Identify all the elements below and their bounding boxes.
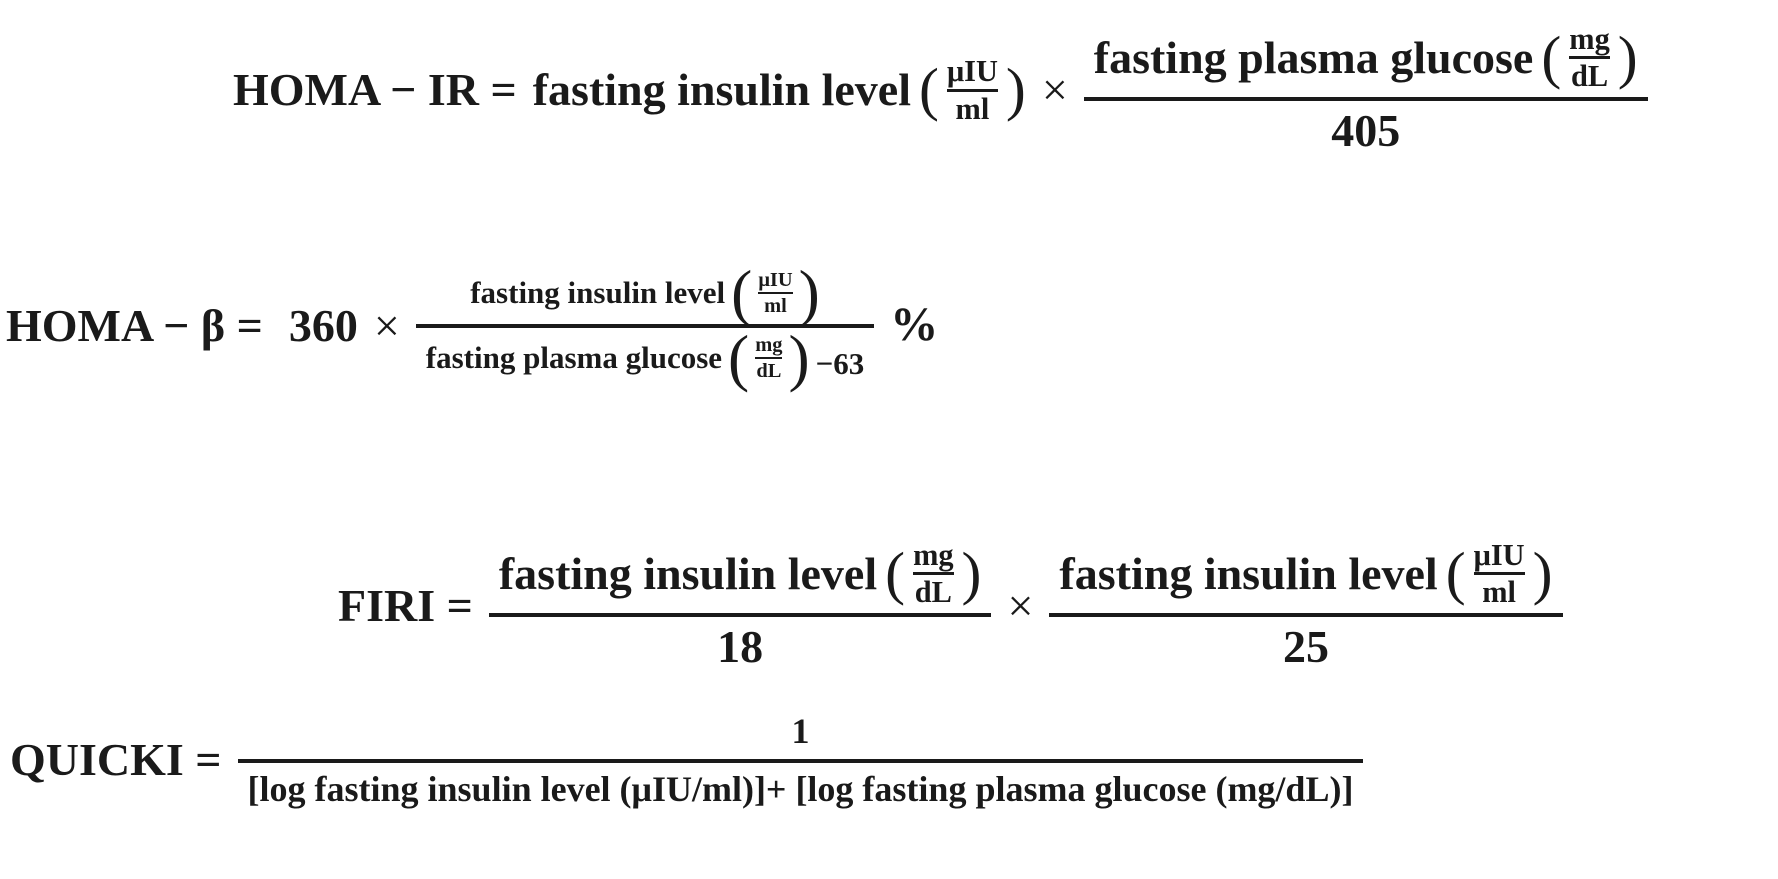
fraction-bar [415, 323, 875, 328]
homa-beta-fraction: fasting insulin level ( μIU ml ) fasting… [415, 257, 875, 393]
unit-denominator: dL [1570, 59, 1609, 94]
unit-denominator: dL [914, 575, 952, 610]
homa-ir-glucose-unit-fraction: mg dL [1569, 22, 1610, 94]
homa-beta-coefficient: 360 [288, 299, 358, 351]
open-paren: ( [728, 321, 750, 393]
fraction-numerator: fasting insulin level ( mg dL ) [489, 540, 992, 608]
open-paren: ( [919, 56, 939, 123]
open-paren: ( [1445, 539, 1466, 606]
fraction-denominator: 405 [1331, 104, 1401, 156]
multiplication-sign: × [373, 299, 400, 351]
fraction-denominator: [log fasting insulin level (μIU/ml)]+ [l… [247, 768, 1354, 809]
close-paren: ) [1532, 539, 1553, 606]
firi-lhs: FIRI = [338, 579, 473, 631]
formula-quicki: QUICKI = 1 [log fasting insulin level (μ… [10, 711, 1364, 809]
multiplication-sign: × [1007, 579, 1034, 631]
fraction-bar [1569, 56, 1610, 60]
percent-sign: % [890, 298, 939, 352]
fraction-numerator: fasting plasma glucose ( mg dL ) [1084, 24, 1648, 92]
fraction-numerator: 1 [791, 711, 810, 751]
multiplication-sign: × [1041, 63, 1068, 115]
close-paren: ) [798, 257, 820, 328]
fraction-bar [237, 758, 1364, 763]
unit-denominator: dL [756, 360, 782, 383]
homa-beta-insulin-unit-fraction: μIU ml [758, 268, 793, 318]
open-paren: ( [731, 257, 753, 328]
fraction-bar [913, 572, 954, 576]
homa-beta-lhs: HOMA − β = [6, 299, 263, 351]
firi-insulin-label-1: fasting insulin level [498, 547, 878, 599]
fraction-bar [1083, 96, 1648, 101]
close-paren: ) [961, 539, 982, 606]
firi-insulin-label-2: fasting insulin level [1059, 547, 1438, 599]
homa-ir-glucose-label: fasting plasma glucose [1093, 31, 1534, 83]
fraction-bar [946, 88, 998, 92]
open-paren: ( [885, 539, 906, 606]
firi-unit-fraction-2: μIU ml [1473, 538, 1525, 610]
homa-beta-glucose-label: fasting plasma glucose [425, 340, 723, 376]
unit-numerator: mg [755, 333, 783, 356]
homa-ir-insulin-unit-fraction: μIU ml [946, 54, 998, 126]
unit-denominator: ml [1482, 575, 1516, 610]
close-paren: ) [1617, 23, 1638, 90]
fraction-bar [1473, 572, 1525, 576]
formula-homa-ir: HOMA − IR = fasting insulin level ( μIU … [233, 24, 1648, 156]
fraction-bar [488, 612, 992, 617]
homa-ir-insulin-term: fasting insulin level ( μIU ml ) [533, 56, 1026, 124]
homa-beta-glucose-unit-fraction: mg dL [755, 333, 783, 383]
quicki-lhs: QUICKI = [10, 734, 222, 786]
fraction-numerator: fasting insulin level ( μIU ml ) [460, 257, 830, 328]
open-paren: ( [1541, 23, 1562, 90]
unit-numerator: mg [1569, 22, 1610, 56]
unit-denominator: ml [955, 91, 990, 126]
firi-fraction-1: fasting insulin level ( mg dL ) 18 [488, 540, 992, 672]
close-paren: ) [1005, 56, 1026, 123]
close-paren: ) [788, 321, 810, 393]
homa-beta-insulin-label: fasting insulin level [470, 275, 726, 311]
formula-firi: FIRI = fasting insulin level ( mg dL ) 1… [338, 540, 1563, 672]
unit-numerator: mg [913, 538, 954, 572]
firi-unit-fraction-1: mg dL [913, 538, 954, 610]
fraction-bar [755, 357, 783, 360]
fraction-bar [758, 292, 793, 295]
formula-homa-beta: HOMA − β = 360 × fasting insulin level (… [6, 257, 939, 393]
fraction-bar [1049, 612, 1563, 617]
homa-ir-lhs: HOMA − IR = [233, 63, 517, 115]
firi-fraction-2: fasting insulin level ( μIU ml ) 25 [1049, 540, 1563, 672]
homa-ir-insulin-label: fasting insulin level [532, 63, 912, 115]
unit-numerator: μIU [946, 54, 998, 89]
homa-ir-glucose-fraction: fasting plasma glucose ( mg dL ) 405 [1083, 24, 1648, 156]
unit-denominator: ml [764, 295, 787, 318]
quicki-fraction: 1 [log fasting insulin level (μIU/ml)]+ … [237, 711, 1364, 809]
fraction-numerator: fasting insulin level ( μIU ml ) [1049, 540, 1562, 608]
fraction-denominator: 18 [717, 620, 764, 672]
fraction-denominator: 25 [1282, 620, 1329, 672]
unit-numerator: μIU [758, 268, 793, 291]
fraction-denominator: fasting plasma glucose ( mg dL ) −63 [416, 321, 875, 393]
homa-beta-denominator-suffix: −63 [815, 346, 865, 382]
unit-numerator: μIU [1473, 538, 1525, 572]
